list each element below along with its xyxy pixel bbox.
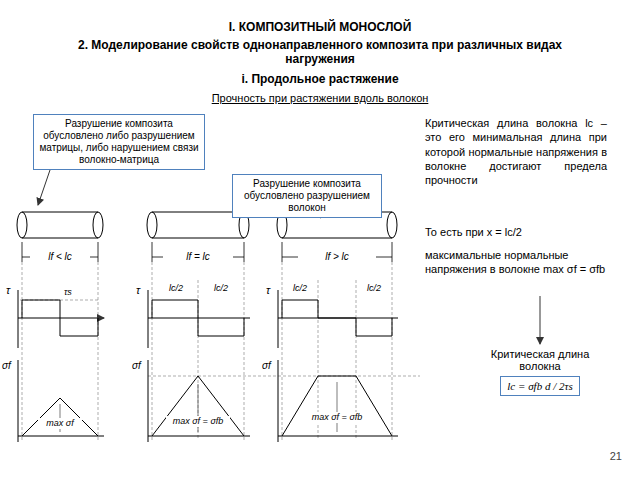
stress-label: τs — [64, 287, 94, 298]
result-text: максимальные нормальные напряжения в вол… — [425, 248, 607, 277]
section-heading: 2. Моделирование свойств однонаправленно… — [70, 38, 570, 67]
length-label: lf > lc — [302, 251, 372, 263]
subsection-heading: i. Продольное растяжение — [170, 72, 470, 86]
axis-label: σf — [2, 360, 18, 372]
dimension-lines — [22, 242, 392, 262]
axis-label: σf — [262, 360, 278, 372]
formula-group: Критическая длина волокна lc = σfb d / 2τ… — [470, 348, 610, 396]
length-label: lf = lc — [163, 251, 233, 263]
formula-box: lc = σfb d / 2τs — [500, 376, 579, 396]
stress-label: max σf = σfb — [166, 416, 230, 427]
axis-label: τ — [6, 284, 16, 297]
length-label: lc/2 — [206, 283, 236, 294]
box-text: Разрушение композита обусловлено разруше… — [237, 178, 377, 214]
callout-box: Разрушение композита обусловлено либо ра… — [33, 114, 205, 170]
guide-lines — [20, 262, 420, 440]
definition-text: Критическая длина волокна lc – это его м… — [425, 116, 607, 187]
length-label: lf < lc — [30, 251, 90, 263]
flow-arrow — [540, 296, 541, 344]
shear-stress-plots — [18, 290, 398, 348]
axis-label: τ — [266, 284, 276, 297]
axis-label: τ — [136, 284, 146, 297]
formula-heading: Критическая длина волокна — [470, 348, 610, 372]
axis-label: σf — [132, 360, 148, 372]
page-number: 21 — [592, 450, 622, 463]
condition-text: То есть при x = lc/2 — [425, 226, 607, 239]
stress-label: max σf = σfb — [303, 412, 371, 423]
length-label: lc/2 — [285, 283, 315, 294]
normal-stress-plots — [18, 360, 398, 442]
topic-heading: Прочность при растяжении вдоль волокон — [170, 92, 470, 105]
stress-label: max σf — [38, 418, 82, 429]
box-text: Разрушение композита обусловлено либо ра… — [38, 118, 200, 166]
length-label: lc/2 — [359, 283, 389, 294]
slide-title: I. КОМПОЗИТНЫЙ МОНОСЛОЙ — [120, 20, 520, 34]
pointer-arrow — [38, 170, 50, 205]
callout-box: Разрушение композита обусловлено разруше… — [232, 174, 382, 218]
length-label: lc/2 — [161, 283, 191, 294]
